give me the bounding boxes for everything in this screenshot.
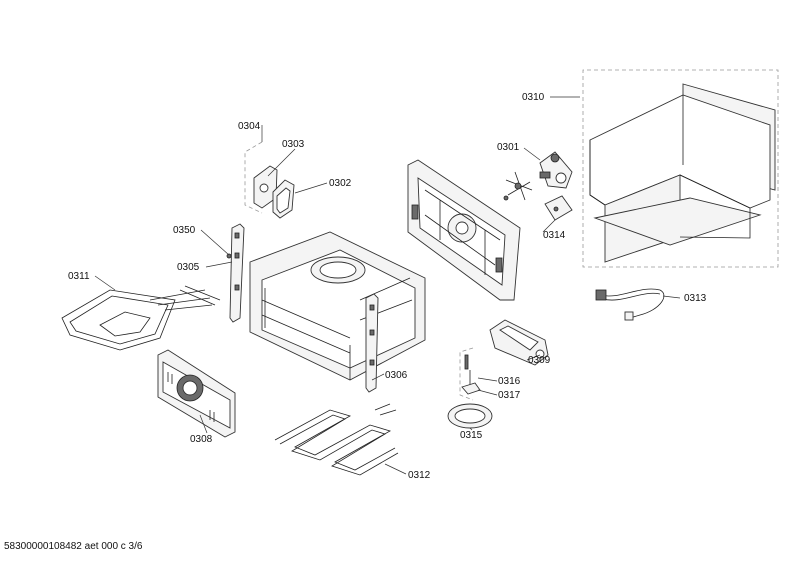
sensor-parts-0316 xyxy=(459,347,481,401)
top-heating-element-0311 xyxy=(61,285,221,351)
label-0316: 0316 xyxy=(498,376,521,387)
back-panel xyxy=(407,159,521,301)
power-cable-0313 xyxy=(595,288,665,321)
document-id: 58300000108482 aet 000 c 3/6 xyxy=(4,541,143,552)
side-rail-right-0306 xyxy=(365,293,379,393)
lamp-housing-0304 xyxy=(244,141,278,214)
fan-cover-0308 xyxy=(157,349,236,438)
label-0303: 0303 xyxy=(282,139,305,150)
fan-motor-0301 xyxy=(503,151,573,201)
label-0306: 0306 xyxy=(385,370,408,381)
part-labels: 0310 0301 0314 0304 0303 0302 0350 0305 … xyxy=(68,92,707,481)
element-cover-0309 xyxy=(489,319,549,366)
label-0317: 0317 xyxy=(498,390,521,401)
label-0314: 0314 xyxy=(543,230,566,241)
side-rail-left-0305 xyxy=(226,223,245,323)
oven-cavity xyxy=(249,231,426,381)
label-0308: 0308 xyxy=(190,434,213,445)
bracket-0314 xyxy=(544,195,573,221)
label-0301: 0301 xyxy=(497,142,520,153)
label-0309: 0309 xyxy=(528,355,551,366)
label-0310: 0310 xyxy=(522,92,545,103)
lamp-cover-0302 xyxy=(272,179,295,219)
housing-cover-0310 xyxy=(582,69,779,268)
label-0302: 0302 xyxy=(329,178,352,189)
label-0304: 0304 xyxy=(238,121,261,132)
bottom-heating-element-0312 xyxy=(274,403,399,476)
label-0315: 0315 xyxy=(460,430,483,441)
seal-ring-0315 xyxy=(447,403,493,429)
leader-lines xyxy=(94,96,681,475)
label-0305: 0305 xyxy=(177,262,200,273)
label-0311: 0311 xyxy=(68,271,90,282)
label-0313: 0313 xyxy=(684,293,707,304)
label-0312: 0312 xyxy=(408,470,431,481)
label-0350: 0350 xyxy=(173,225,196,236)
